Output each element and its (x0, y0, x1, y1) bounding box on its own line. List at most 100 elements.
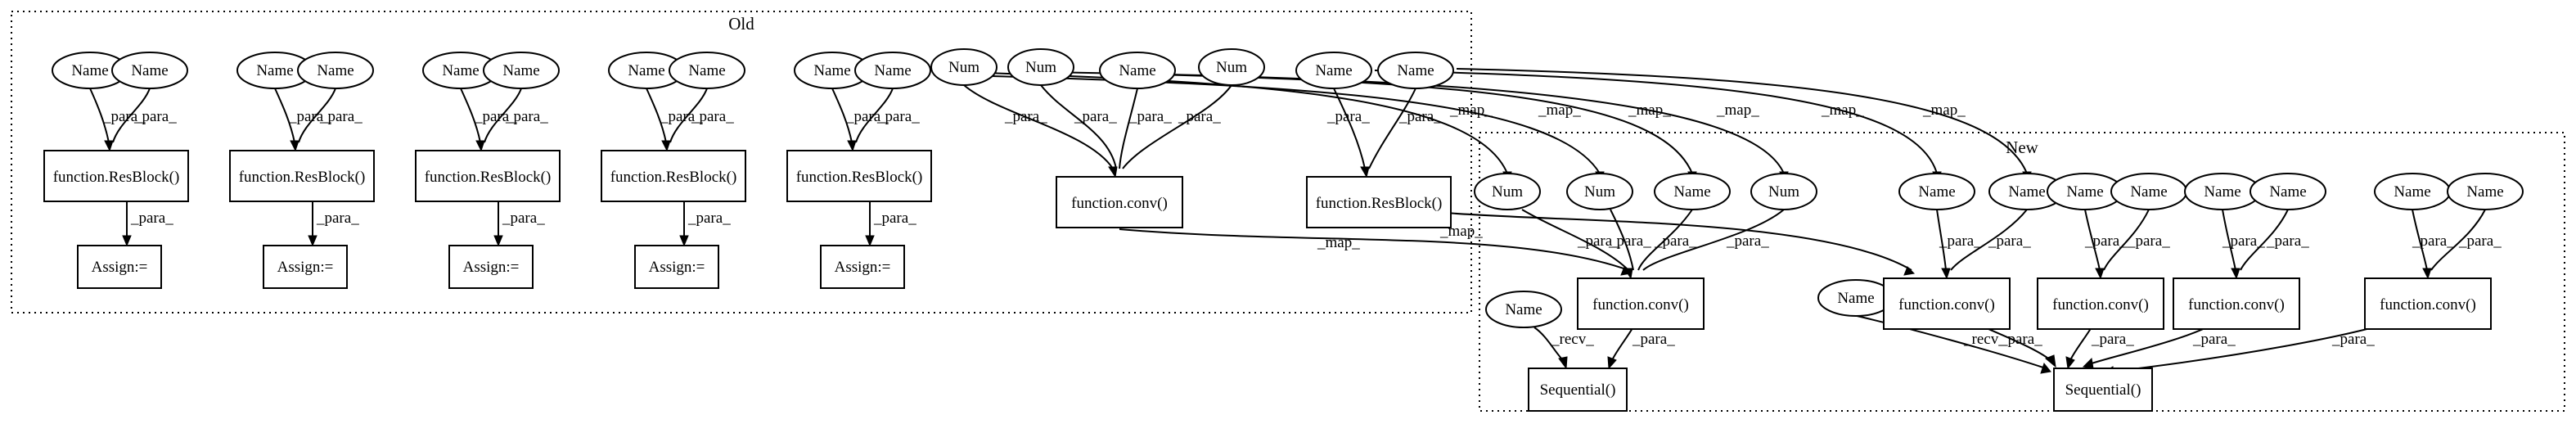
node-conv-label: function.conv() (2188, 296, 2285, 313)
new-conv-nodes: function.conv() function.conv() function… (1577, 277, 2492, 330)
node-sequential (1528, 368, 1628, 412)
node-name (297, 52, 374, 89)
new-input-nodes: Num Num Name Num Name Name Name Name Nam… (1474, 173, 2524, 328)
edge-label: _recv_ (1551, 331, 1594, 348)
node-name (1654, 173, 1731, 210)
edge-label: _para_ (288, 108, 331, 125)
edge-label: _para_ (1074, 108, 1117, 125)
edge-label: _para_ (474, 108, 517, 125)
node-name-label: Name (1918, 183, 1955, 201)
edge-path (484, 88, 522, 143)
edge-label: _para_ (2266, 232, 2309, 250)
edge-group-map: _map_ _map_ _map_ _map_ _map_ _map_ _map… (963, 68, 2032, 276)
edge-path (1119, 228, 1629, 271)
edge-label: _para_ (2412, 232, 2455, 250)
node-name-label: Name (1397, 62, 1434, 79)
node-name (1485, 291, 1562, 328)
node-conv-label: function.conv() (2380, 296, 2476, 313)
nodes: Name Name Name Name Name Name Name Name … (43, 48, 2524, 412)
edge-path (1119, 88, 1138, 169)
edge-path (2103, 209, 2150, 271)
new-sequential-nodes: Sequential() Sequential() (1528, 368, 2153, 412)
edge-path (274, 88, 295, 143)
edge-arrow (308, 235, 317, 247)
edge-arrow (865, 235, 875, 247)
edge-arrow (679, 235, 689, 247)
edge-label: _recv_ (1963, 331, 2006, 348)
edge-path (298, 88, 336, 143)
edge-label: _para_ (1004, 108, 1047, 125)
node-conv-label: function.conv() (1898, 296, 1995, 313)
edges: _para_ _para_ _para_ _para_ _para_ _para… (89, 68, 2502, 377)
edge-arrow (104, 140, 114, 152)
node-resblock-label: function.ResBlock() (1316, 195, 1443, 212)
edge-path (89, 88, 110, 143)
node-resblock (786, 150, 932, 202)
edge-arrow (1558, 356, 1568, 370)
cluster-old-label: Old (728, 14, 754, 34)
edge-label: _para_ (1632, 331, 1675, 348)
node-resblock (601, 150, 746, 202)
node-name-label: Name (813, 62, 850, 79)
edge-arrow (493, 235, 503, 247)
edge-arrow (2095, 268, 2105, 280)
node-name-label: Name (256, 62, 293, 79)
node-conv-label: function.conv() (1071, 195, 1168, 212)
edge-label: _para_ (2458, 232, 2502, 250)
edge-arrow (2231, 268, 2240, 280)
node-name (111, 52, 188, 89)
edge-path (669, 88, 708, 143)
node-assign-label: Assign:= (649, 259, 705, 276)
node-name-label: Name (2066, 183, 2103, 201)
node-assign (448, 245, 534, 289)
edge-arrow (661, 140, 671, 152)
edge-path (1333, 88, 1366, 169)
node-assign-label: Assign:= (277, 259, 334, 276)
node-name (1099, 52, 1176, 89)
node-num (1007, 48, 1074, 86)
node-name-label: Name (2130, 183, 2167, 201)
node-name-label: Name (502, 62, 539, 79)
edge-path (1521, 209, 1629, 271)
edge-label: _para_ (1988, 232, 2031, 250)
node-conv (1056, 176, 1183, 228)
edge-path (855, 88, 894, 143)
edge-path (2084, 209, 2101, 271)
edge-group-old-resblock-right: _para_ _para_ (1326, 88, 1442, 178)
edge-group-old-resblock: _para_ _para_ _para_ _para_ _para_ _para… (89, 88, 920, 247)
edge-arrow (1108, 166, 1118, 178)
edge-label: _para_ (2222, 232, 2265, 250)
edge-label: _para_ (687, 210, 731, 227)
edge-path (1610, 209, 1634, 271)
node-num (930, 48, 998, 86)
old-conv-node: function.conv() (1056, 176, 1183, 228)
edge-label: _para_ (1726, 232, 1769, 250)
edge-path (1853, 314, 2047, 369)
node-conv-label: function.conv() (1592, 296, 1689, 313)
edge-arrow (1360, 166, 1370, 178)
edge-path (2240, 209, 2289, 271)
node-name (854, 52, 931, 89)
edge-label: _para_ (845, 108, 889, 125)
node-num-label: Num (948, 59, 980, 76)
edge-label: _para_ (876, 108, 920, 125)
node-num-label: Num (1025, 59, 1056, 76)
old-assign-nodes: Assign:= Assign:= Assign:= Assign:= Assi… (77, 245, 905, 289)
node-name (1295, 52, 1372, 89)
node-name (1898, 173, 1975, 210)
node-name-label: Name (2008, 183, 2045, 201)
node-name-label: Name (131, 62, 168, 79)
edge-path (1040, 84, 1117, 169)
node-conv (2364, 277, 2492, 330)
edge-group-new-conv-right: _para_ _para_ _para_ _para_ _para_ _para… (1853, 209, 2502, 377)
edge-label: _para_ (2192, 331, 2236, 348)
node-name (2249, 173, 2326, 210)
node-num (1474, 173, 1541, 210)
edge-arrow (2040, 362, 2051, 374)
old-resblock-nodes: function.ResBlock() function.ResBlock() … (43, 150, 1452, 228)
node-resblock-label: function.ResBlock() (53, 169, 180, 186)
old-name-nodes: Name Name Name Name Name Name Name Name … (52, 48, 1454, 89)
node-name-label: Name (2466, 183, 2503, 201)
edge-label: _map_ (1821, 101, 1864, 119)
node-sequential-label: Sequential() (1540, 381, 1616, 399)
